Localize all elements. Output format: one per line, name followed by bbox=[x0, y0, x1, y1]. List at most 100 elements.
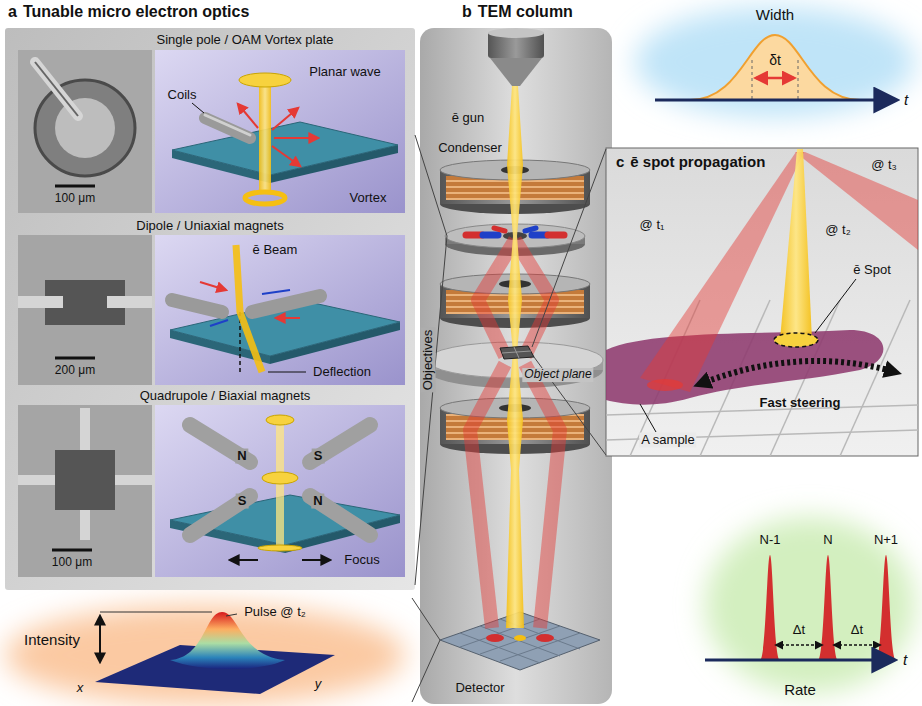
sem-image bbox=[18, 235, 152, 385]
electron-spot bbox=[774, 333, 818, 347]
object-sample-square bbox=[500, 346, 534, 359]
panel-heading: b TEM column bbox=[462, 3, 573, 21]
dipole-render bbox=[155, 235, 405, 385]
panel-letter: b bbox=[462, 3, 472, 21]
steering-arrow bbox=[700, 361, 895, 384]
interval-label: Δt bbox=[851, 623, 863, 638]
panel-b: bTEM column bbox=[420, 28, 612, 704]
pole-label: S bbox=[312, 449, 325, 464]
pole-label: S bbox=[236, 494, 249, 509]
intensity-surface bbox=[95, 612, 335, 694]
beam-t3 bbox=[795, 152, 918, 250]
leader-line bbox=[640, 279, 856, 432]
time-label: @ t₂ bbox=[825, 223, 850, 238]
vortex-plate-render bbox=[245, 192, 285, 204]
panel-caption: Quadrupole / Biaxial magnets bbox=[140, 389, 311, 404]
detector-spots bbox=[536, 634, 554, 642]
panel-title: Tunable micro electron optics bbox=[23, 3, 249, 21]
panel-title: ē spot propagation bbox=[630, 153, 765, 170]
intensity-surface bbox=[99, 616, 101, 662]
beam-t2 bbox=[780, 149, 812, 340]
dipole-render bbox=[268, 372, 306, 373]
dipole-render bbox=[172, 300, 222, 312]
sem-image bbox=[55, 98, 115, 158]
scale-bar-label: 200 μm bbox=[55, 364, 95, 378]
sem-image bbox=[80, 510, 90, 540]
deflector-disc bbox=[525, 228, 536, 231]
width-pulse bbox=[756, 77, 794, 80]
panel-c: c ē spot propagation bbox=[606, 148, 918, 456]
width-pulse bbox=[690, 35, 860, 100]
part-label: Object plane bbox=[522, 368, 593, 382]
part-label: A sample bbox=[639, 433, 696, 448]
part-label: Focus bbox=[344, 553, 379, 568]
time-label: @ t₁ bbox=[640, 218, 665, 233]
axis-label: Intensity bbox=[24, 631, 80, 648]
intensity-surface bbox=[170, 612, 285, 669]
panel-heading: aTunable micro electron optics bbox=[8, 3, 249, 21]
sem-image bbox=[18, 50, 152, 213]
deflector-disc bbox=[483, 232, 498, 239]
leader-line bbox=[815, 279, 856, 333]
panel-title: TEM column bbox=[478, 3, 573, 21]
sem-image bbox=[55, 357, 95, 360]
plot-title: Rate bbox=[784, 681, 816, 698]
dipole-render bbox=[210, 320, 228, 326]
sem-image bbox=[18, 405, 152, 577]
sem-image bbox=[18, 50, 152, 213]
axis-label: t bbox=[904, 91, 908, 108]
zoom-line bbox=[532, 149, 606, 347]
part-label: Vortex bbox=[350, 191, 387, 206]
leader-line bbox=[640, 404, 656, 432]
vortex-plate-render bbox=[272, 108, 298, 130]
dipole-render bbox=[276, 317, 300, 319]
intensity-glow bbox=[5, 605, 405, 705]
width-pulse bbox=[655, 99, 895, 102]
interval-label: Δt bbox=[793, 623, 805, 638]
panel-letter: c bbox=[616, 153, 624, 170]
intensity-surface bbox=[100, 612, 212, 613]
quadrupole-render bbox=[276, 420, 284, 550]
pulse-train bbox=[776, 644, 822, 646]
pulse-label: N+1 bbox=[874, 533, 898, 548]
sem-image bbox=[35, 62, 78, 116]
quadrupole-render bbox=[262, 472, 298, 484]
rate-glow bbox=[705, 517, 915, 693]
vortex-plate-render bbox=[239, 73, 291, 87]
vortex-plate-render bbox=[155, 50, 405, 213]
detector-plate bbox=[480, 626, 560, 654]
dipole-render bbox=[262, 290, 290, 294]
vortex-plate-render bbox=[274, 137, 318, 139]
sem-image bbox=[55, 185, 95, 188]
axis-label: δt bbox=[769, 52, 781, 68]
sem-image bbox=[18, 405, 152, 577]
sem-image bbox=[18, 235, 152, 385]
detector-plate bbox=[460, 619, 540, 647]
sem-image bbox=[18, 475, 55, 485]
width-pulse bbox=[798, 60, 799, 100]
pulse-train bbox=[705, 555, 896, 660]
rate-glow bbox=[705, 517, 915, 693]
panel-heading: c ē spot propagation bbox=[616, 153, 765, 170]
dipole-render bbox=[155, 235, 405, 385]
scale-bar-label: 100 μm bbox=[55, 192, 95, 206]
beam-t2 bbox=[780, 149, 812, 340]
quadrupole-render bbox=[170, 495, 400, 545]
sem-image bbox=[80, 408, 90, 450]
panel-c-ground bbox=[606, 148, 918, 456]
sem-image bbox=[115, 475, 152, 485]
beam-t1 bbox=[640, 152, 804, 392]
detector-spots bbox=[486, 634, 554, 642]
panel-a-ground bbox=[5, 28, 415, 590]
pulse-train bbox=[834, 644, 880, 646]
quadrupole-render bbox=[258, 545, 302, 551]
motion-label: Fast steering bbox=[760, 396, 841, 411]
vortex-plate-render bbox=[238, 104, 258, 128]
zoom-line bbox=[412, 640, 440, 702]
beam-t3 bbox=[795, 152, 918, 250]
column-ground bbox=[420, 28, 612, 704]
electron-spot bbox=[774, 333, 818, 347]
panel-c-ground bbox=[606, 148, 918, 456]
